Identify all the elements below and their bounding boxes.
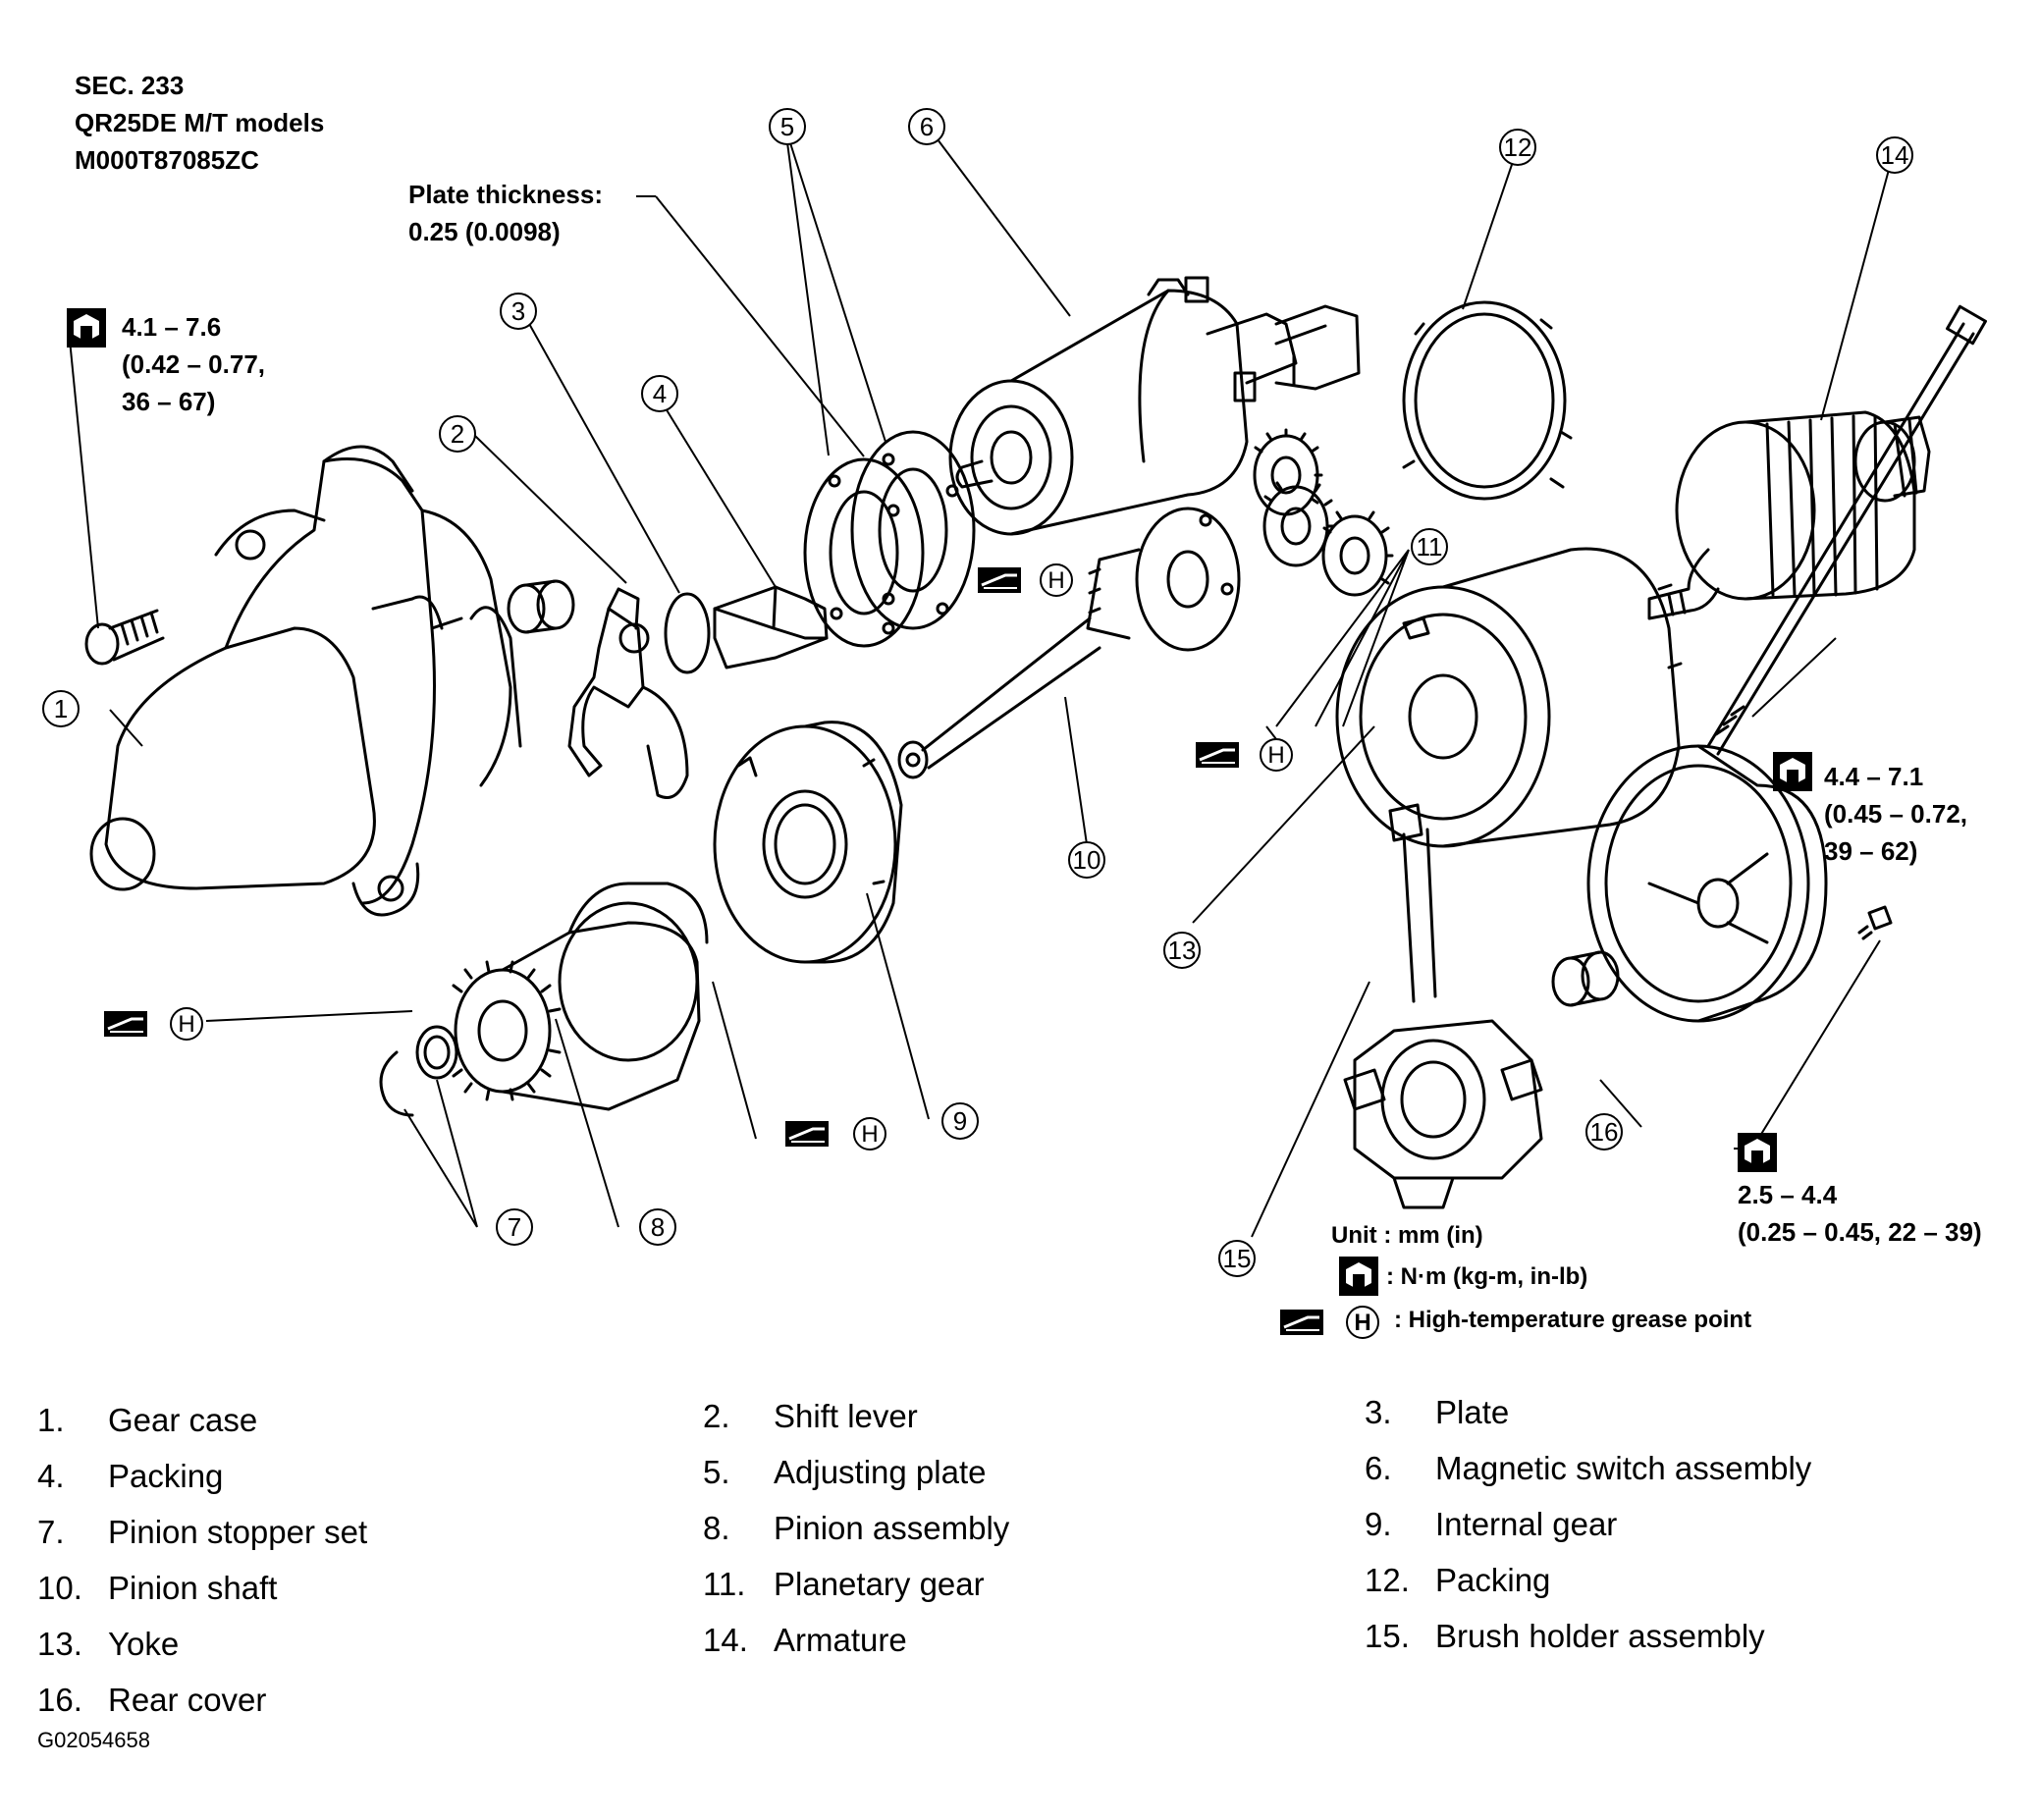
plate: [664, 592, 711, 674]
torque-wrench-icon: [1339, 1257, 1378, 1296]
svg-text:4: 4: [653, 379, 667, 408]
torque-wrench-icon: [67, 308, 106, 348]
svg-text:8: 8: [651, 1212, 665, 1242]
grease-point-note: : High-temperature grease point: [1394, 1307, 1751, 1333]
callout-3: 3: [500, 293, 537, 330]
callout-9: 9: [941, 1102, 979, 1140]
svg-text:2: 2: [451, 419, 464, 449]
svg-text:3: 3: [511, 296, 525, 326]
header-block: SEC. 233 QR25DE M/T models M000T87085ZC: [75, 71, 324, 175]
planetary-gears: [1253, 428, 1394, 597]
rear-cover: [1586, 744, 1828, 1023]
yoke: [1335, 547, 1683, 848]
pinion-stopper-set: [379, 1025, 458, 1117]
through-bolt: [1706, 304, 1987, 756]
svg-text:9: 9: [953, 1106, 967, 1136]
svg-text:(0.45 – 0.72,: (0.45 – 0.72,: [1824, 799, 1967, 829]
svg-text:6: 6: [920, 112, 934, 141]
callout-11: 11: [1411, 528, 1448, 565]
torque-wrench-icon: [1773, 752, 1812, 791]
svg-text:1: 1: [54, 694, 68, 723]
callout-5: 5: [769, 108, 806, 145]
plate-thickness-note: Plate thickness: 0.25 (0.0098): [408, 180, 656, 246]
callout-8: 8: [639, 1208, 676, 1246]
grease-icon: [102, 1009, 149, 1039]
packing-4: [713, 585, 829, 669]
torque-units-note: : N·m (kg-m, in-lb): [1386, 1263, 1587, 1290]
svg-text:H: H: [1354, 1310, 1370, 1336]
svg-text:7: 7: [508, 1212, 521, 1242]
adjusting-plates: [803, 430, 976, 648]
svg-text:15: 15: [1223, 1244, 1252, 1273]
gear-case: [89, 445, 522, 917]
figure-id: G02054658: [37, 1728, 150, 1752]
grease-icon: [976, 565, 1023, 595]
callout-1: 1: [42, 690, 80, 727]
shift-lever: [567, 587, 689, 799]
model-label: QR25DE M/T models: [75, 108, 324, 137]
screw-rear-cover: [1857, 905, 1893, 940]
svg-text:13: 13: [1168, 936, 1197, 965]
svg-text:39 – 62): 39 – 62): [1824, 836, 1917, 866]
grease-symbols: H H H H: [102, 563, 1293, 1151]
plate-thickness-label: Plate thickness:: [408, 180, 603, 209]
callout-6: 6: [908, 108, 945, 145]
svg-text:H: H: [1267, 742, 1284, 769]
packing-12: [1402, 300, 1573, 501]
leader-lines: [67, 127, 1894, 1238]
symbol-key: Unit : mm (in) : N·m (kg-m, in-lb) H : H…: [1278, 1222, 1751, 1339]
grease-point-magnetic-switch: H: [976, 563, 1073, 597]
svg-text:2.5 – 4.4: 2.5 – 4.4: [1738, 1180, 1838, 1209]
callout-4: 4: [641, 375, 678, 412]
unit-note: Unit : mm (in): [1331, 1222, 1483, 1249]
svg-text:10: 10: [1073, 845, 1101, 875]
svg-text:14: 14: [1881, 140, 1909, 170]
callout-2: 2: [439, 415, 476, 453]
torque-spec-3: 2.5 – 4.4 (0.25 – 0.45, 22 – 39): [1738, 1133, 1982, 1247]
section-label: SEC. 233: [75, 71, 184, 100]
svg-text:16: 16: [1590, 1117, 1619, 1147]
callout-12: 12: [1499, 129, 1536, 166]
grease-icon: [1194, 740, 1241, 770]
armature: [1647, 410, 1931, 620]
callout-16: 16: [1585, 1113, 1623, 1151]
svg-text:4.4 – 7.1: 4.4 – 7.1: [1824, 762, 1923, 791]
callout-10: 10: [1068, 841, 1105, 879]
svg-text:11: 11: [1417, 532, 1443, 562]
grease-point-pinion-stopper: H: [102, 1007, 203, 1041]
brush-holder-assembly: [1343, 803, 1543, 1209]
callout-circles: 1 2 3 4 5 6 7 8 9 10 11 12 13 14 15 16: [42, 108, 1913, 1277]
code-label: M000T87085ZC: [75, 145, 259, 175]
svg-text:H: H: [861, 1121, 878, 1148]
svg-text:12: 12: [1504, 133, 1532, 162]
internal-gear: [713, 721, 903, 964]
pinion-shaft: [897, 507, 1241, 779]
svg-text:H: H: [178, 1011, 194, 1038]
svg-text:H: H: [1047, 567, 1064, 594]
svg-text:(0.42 – 0.77,: (0.42 – 0.77,: [122, 349, 265, 379]
svg-text:4.1 – 7.6: 4.1 – 7.6: [122, 312, 221, 342]
callout-15: 15: [1218, 1240, 1256, 1277]
bolt-gear-case: [84, 609, 165, 666]
callout-13: 13: [1163, 932, 1201, 969]
bushing-gear-case: [507, 579, 575, 634]
grease-point-internal-gear: H: [783, 1117, 886, 1151]
plate-thickness-value: 0.25 (0.0098): [408, 217, 561, 246]
pinion-assembly: [452, 882, 709, 1111]
torque-wrench-icon: [1738, 1133, 1777, 1172]
bushing-rear-cover: [1551, 950, 1620, 1007]
svg-text:5: 5: [780, 112, 794, 141]
magnetic-switch-assembly: [948, 276, 1361, 536]
callout-7: 7: [496, 1208, 533, 1246]
svg-text:36 – 67): 36 – 67): [122, 387, 215, 416]
callout-14: 14: [1876, 136, 1913, 174]
grease-icon: [783, 1119, 831, 1149]
grease-icon: [1278, 1308, 1325, 1337]
grease-point-planetary: H: [1194, 738, 1293, 772]
svg-text:(0.25 – 0.45, 22 – 39): (0.25 – 0.45, 22 – 39): [1738, 1217, 1982, 1247]
torque-spec-2: 4.4 – 7.1 (0.45 – 0.72, 39 – 62): [1773, 752, 1967, 866]
torque-spec-1: 4.1 – 7.6 (0.42 – 0.77, 36 – 67): [67, 308, 265, 416]
